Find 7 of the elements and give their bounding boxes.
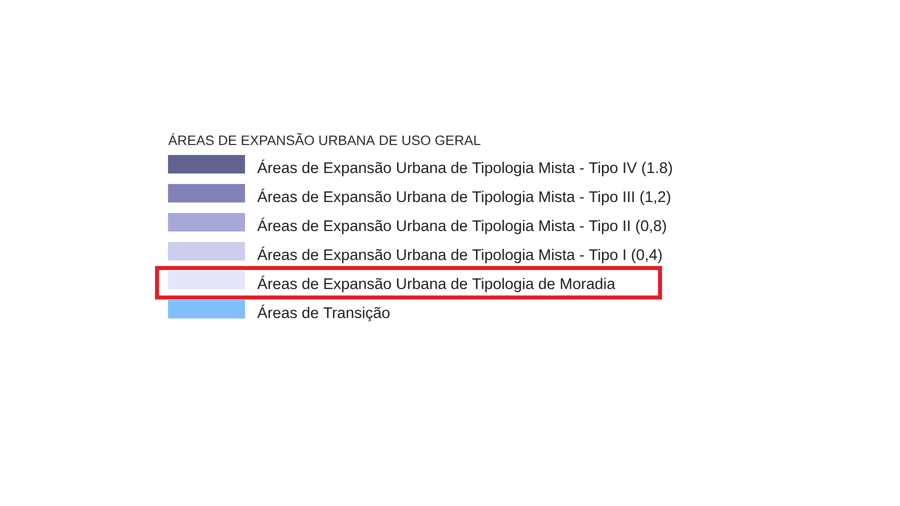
legend-text: Áreas de Expansão Urbana de Tipologia Mista - Tipo II (0,8) — [257, 218, 666, 234]
legend-text: Áreas de Expansão Urbana de Tipologia Mista - Tipo III (1,2) — [257, 188, 670, 206]
legend-title: ÁREAS DE EXPANSÃO URBANA DE USO GERAL — [168, 133, 480, 146]
legend-text: Áreas de Expansão Urbana de Tipologia Mista - Tipo I (0,4) — [257, 246, 662, 264]
legend-text: Áreas de Expansão Urbana de Tipologia Mista - Tipo IV (1.8) — [257, 160, 672, 176]
legend-text: Áreas de Transição — [257, 304, 390, 322]
legend-text: Áreas de Expansão Urbana de Tipologia de Moradia — [257, 276, 616, 292]
